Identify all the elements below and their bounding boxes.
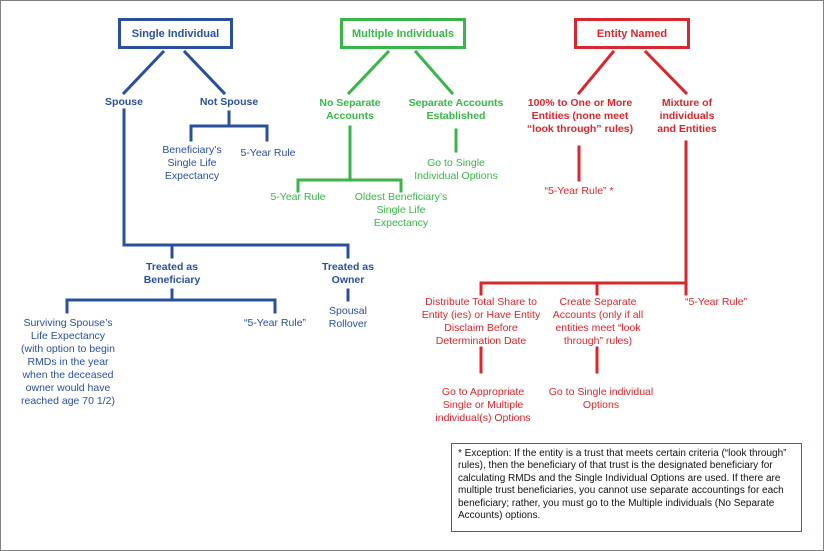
connector (182, 49, 227, 96)
entity-5-year-rule-star-label: “5-Year Rule” * (544, 185, 614, 197)
beneficiary-single-life-label: Beneficiary’s Single Life Expectancy (162, 144, 222, 182)
hundred-percent-entities-label: 100% to One or More Entities (none meet … (526, 97, 634, 135)
mixture-5-year-rule-label: “5-Year Rule” (684, 296, 748, 308)
go-to-single-individual-options-label: Go to Single Individual Options (414, 157, 498, 182)
distribute-total-share-label: Distribute Total Share to Entity (ies) o… (421, 296, 541, 347)
not-spouse-label: Not Spouse (199, 96, 259, 108)
mixture-label: Mixture of individuals and Entities (657, 97, 717, 135)
not-spouse-5-year-rule-label: 5-Year Rule (240, 147, 296, 159)
entity-named-box: Entity Named (574, 18, 690, 49)
spousal-rollover-label: Spousal Rollover (328, 305, 368, 330)
go-to-single-individual-options-entity-label: Go to Single individual Options (548, 386, 654, 411)
single-individual-box: Single Individual (118, 18, 233, 49)
multiple-5-year-rule-label: 5-Year Rule (270, 191, 326, 203)
create-separate-accounts-label: Create Separate Accounts (only if all en… (552, 296, 644, 347)
go-to-appropriate-options-label: Go to Appropriate Single or Multiple ind… (435, 386, 531, 424)
beneficiary-5-year-rule-label: “5-Year Rule” (243, 317, 307, 329)
treated-as-owner-label: Treated as Owner (322, 261, 374, 286)
oldest-beneficiary-life-expectancy-label: Oldest Beneficiary’s Single Life Expecta… (354, 191, 448, 229)
connector (576, 49, 616, 96)
treated-as-beneficiary-label: Treated as Beneficiary (143, 261, 201, 286)
connector (121, 49, 166, 96)
connector (346, 49, 391, 96)
connector (413, 49, 455, 96)
no-separate-accounts-label: No Separate Accounts (319, 97, 381, 122)
exception-note: * Exception: If the entity is a trust th… (451, 443, 802, 532)
connector (643, 49, 689, 96)
separate-accounts-established-label: Separate Accounts Established (408, 97, 504, 122)
spouse-label: Spouse (105, 96, 143, 108)
surviving-spouse-life-expectancy-label: Surviving Spouse’s Life Expectancy (with… (21, 317, 115, 407)
multiple-individuals-box: Multiple Individuals (340, 18, 466, 49)
